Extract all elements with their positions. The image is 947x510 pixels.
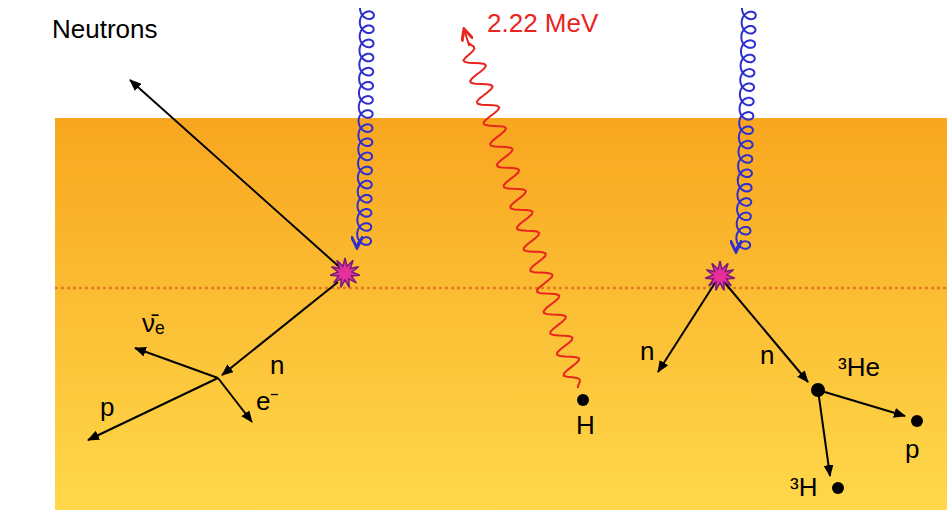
gamma-ray bbox=[736, 8, 756, 252]
nucleus-dot bbox=[911, 415, 923, 427]
decay-track bbox=[218, 378, 252, 422]
material-slab bbox=[55, 118, 947, 510]
surface-line bbox=[55, 287, 947, 290]
particle-label: e⁻ bbox=[256, 386, 279, 416]
nucleus-dot bbox=[832, 482, 844, 494]
gamma-arrowhead bbox=[464, 29, 469, 46]
nucleus-dot bbox=[577, 394, 589, 406]
particle-label: ³H bbox=[790, 472, 817, 502]
particle-label: n bbox=[760, 340, 774, 370]
energy-label: 2.22 MeV bbox=[487, 8, 598, 38]
gamma-arrowhead bbox=[356, 244, 358, 248]
particle-label: p bbox=[905, 434, 919, 464]
nucleus-dot bbox=[811, 383, 825, 397]
particle-label: ³He bbox=[838, 352, 880, 382]
neutron-track bbox=[725, 283, 808, 382]
interaction-burst bbox=[705, 261, 735, 290]
particle-label: Neutrons bbox=[52, 14, 158, 44]
reaction-track bbox=[818, 390, 830, 476]
particle-label: p bbox=[100, 392, 114, 422]
neutron-track bbox=[130, 80, 345, 272]
interaction-burst bbox=[330, 258, 360, 287]
neutron-track bbox=[658, 283, 715, 372]
gamma-arrowhead bbox=[735, 248, 737, 252]
particle-label: n bbox=[270, 350, 284, 380]
gamma-ray bbox=[357, 8, 374, 248]
particle-label: ν̄ₑ bbox=[142, 308, 165, 338]
particle-label: H bbox=[576, 410, 595, 440]
capture-gamma bbox=[463, 42, 580, 388]
reaction-track bbox=[818, 390, 905, 416]
particle-label: n bbox=[640, 336, 654, 366]
decay-track bbox=[88, 378, 218, 440]
decay-track bbox=[135, 348, 218, 378]
